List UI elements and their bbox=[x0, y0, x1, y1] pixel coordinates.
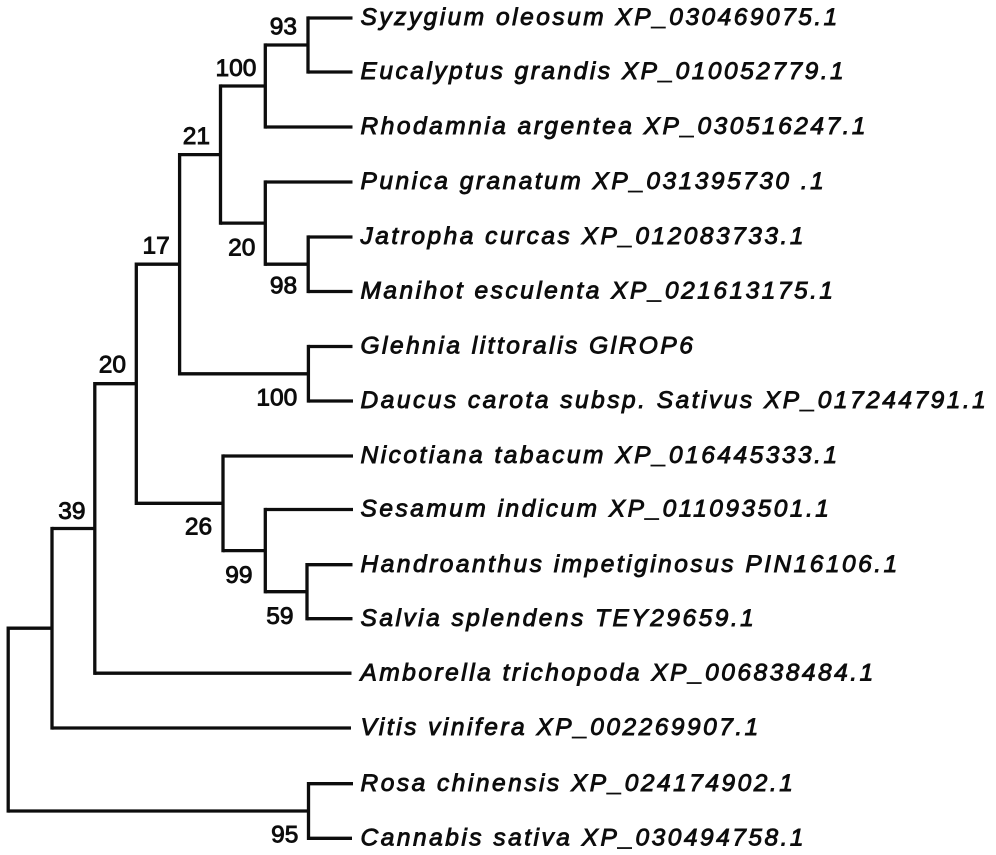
svg-text:20: 20 bbox=[228, 235, 255, 262]
svg-text:Amborella trichopoda XP_006838: Amborella trichopoda XP_006838484.1 bbox=[359, 659, 876, 686]
svg-text:Jatropha curcas XP_012083733.1: Jatropha curcas XP_012083733.1 bbox=[360, 223, 807, 250]
svg-text:Salvia splendens TEY29659.1: Salvia splendens TEY29659.1 bbox=[361, 605, 757, 632]
svg-text:93: 93 bbox=[270, 13, 297, 40]
svg-text:95: 95 bbox=[271, 822, 298, 849]
svg-text:Rhodamnia argentea XP_03051624: Rhodamnia argentea XP_030516247.1 bbox=[361, 113, 869, 140]
svg-text:Punica granatum XP_031395730 .: Punica granatum XP_031395730 .1 bbox=[361, 168, 827, 195]
svg-text:98: 98 bbox=[270, 273, 297, 300]
svg-text:Syzygium oleosum XP_030469075.: Syzygium oleosum XP_030469075.1 bbox=[361, 4, 840, 31]
svg-text:Vitis vinifera XP_002269907.1: Vitis vinifera XP_002269907.1 bbox=[361, 714, 761, 741]
svg-text:Manihot esculenta XP_021613175: Manihot esculenta XP_021613175.1 bbox=[361, 278, 836, 305]
svg-text:20: 20 bbox=[99, 351, 126, 378]
svg-text:99: 99 bbox=[225, 562, 252, 589]
svg-text:21: 21 bbox=[183, 123, 210, 150]
svg-text:Nicotiana tabacum XP_016445333: Nicotiana tabacum XP_016445333.1 bbox=[361, 442, 840, 469]
svg-text:Eucalyptus grandis XP_01005277: Eucalyptus grandis XP_010052779.1 bbox=[361, 58, 847, 85]
svg-text:Cannabis sativa XP_030494758.1: Cannabis sativa XP_030494758.1 bbox=[361, 825, 807, 852]
svg-text:Daucus carota subsp. Sativus X: Daucus carota subsp. Sativus XP_01724479… bbox=[361, 387, 989, 414]
svg-text:59: 59 bbox=[266, 603, 293, 630]
svg-text:100: 100 bbox=[256, 384, 297, 411]
svg-text:Rosa chinensis XP_024174902.1: Rosa chinensis XP_024174902.1 bbox=[361, 770, 796, 797]
svg-text:39: 39 bbox=[58, 498, 85, 525]
svg-text:17: 17 bbox=[143, 233, 170, 260]
svg-text:26: 26 bbox=[185, 513, 212, 540]
svg-text:Glehnia littoralis GlROP6: Glehnia littoralis GlROP6 bbox=[361, 333, 696, 360]
svg-text:Handroanthus impetiginosus PIN: Handroanthus impetiginosus PIN16106.1 bbox=[361, 551, 900, 578]
svg-text:100: 100 bbox=[216, 55, 257, 82]
svg-text:Sesamum indicum XP_011093501.1: Sesamum indicum XP_011093501.1 bbox=[361, 496, 832, 523]
